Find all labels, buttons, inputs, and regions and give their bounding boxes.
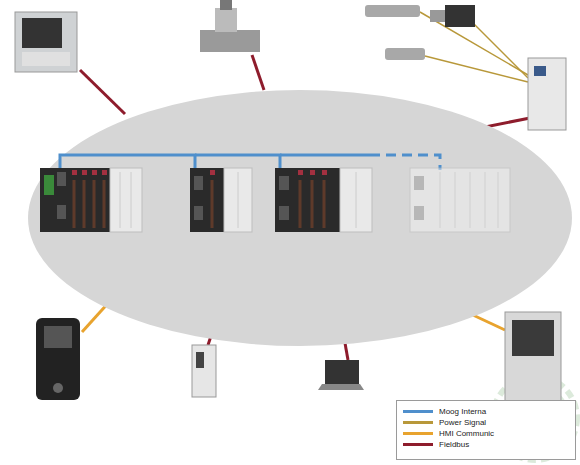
legend-swatch: [403, 421, 433, 424]
legend-box: Moog InternaPower SignalHMI CommunicFiel…: [396, 400, 576, 460]
legend-swatch: [403, 443, 433, 446]
legend-text: Fieldbus: [439, 440, 469, 450]
legend-text: Power Signal: [439, 418, 486, 428]
system-ellipse: [28, 90, 572, 346]
legend-row: Moog Interna: [403, 406, 575, 417]
controller-rack: [40, 168, 142, 232]
legend-row: HMI Communic: [403, 428, 575, 439]
laptop: [318, 360, 364, 390]
legend-row: Power Signal: [403, 417, 575, 428]
handheld-pendant: [36, 318, 80, 400]
legend-text: HMI Communic: [439, 429, 494, 439]
legend-text: Moog Interna: [439, 407, 486, 417]
drive-module: [192, 345, 216, 397]
controller-rack: [410, 168, 510, 232]
legend-swatch: [403, 432, 433, 435]
touch-panel: [505, 312, 561, 404]
controller-rack: [275, 168, 372, 232]
servo-valve: [200, 0, 260, 52]
legend-row: Fieldbus: [403, 439, 575, 450]
actuators: [365, 5, 475, 60]
drive-cabinet: [528, 58, 566, 130]
hmi-panel: [15, 12, 77, 72]
legend-swatch: [403, 410, 433, 413]
controller-rack: [190, 168, 252, 232]
